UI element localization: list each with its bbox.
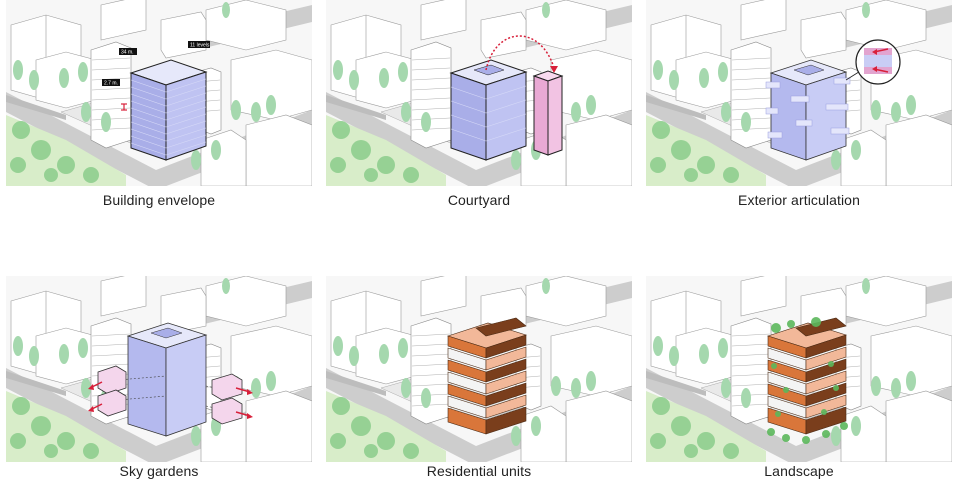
svg-text:34 m.: 34 m. — [121, 50, 134, 56]
panel-sky-gardens — [6, 276, 312, 462]
caption-residential-units: Residential units — [426, 463, 532, 479]
sky-garden-volumes — [97, 365, 243, 425]
courtyard-arrow-icon — [485, 35, 555, 71]
residential-units-illustration — [326, 276, 632, 462]
courtyard-illustration — [326, 0, 632, 186]
panel-building-envelope: 34 m. 2.7 m. 11 levels — [6, 0, 312, 186]
exterior-articulation-illustration — [646, 0, 952, 186]
caption-building-envelope: Building envelope — [102, 192, 216, 208]
building-envelope-illustration: 34 m. 2.7 m. 11 levels — [6, 0, 312, 186]
floor-height-marker-icon — [121, 103, 127, 111]
landscape-illustration — [646, 276, 952, 462]
caption-landscape: Landscape — [764, 463, 834, 479]
svg-text:2.7 m.: 2.7 m. — [104, 81, 118, 87]
panel-exterior-articulation — [646, 0, 952, 186]
dimension-tag-height: 34 m. — [119, 48, 137, 56]
extracted-volume — [532, 70, 564, 156]
panel-courtyard — [326, 0, 632, 186]
detail-callout — [845, 39, 901, 85]
caption-sky-gardens: Sky gardens — [119, 463, 199, 479]
panel-residential-units — [326, 276, 632, 462]
svg-text:11 levels: 11 levels — [190, 43, 210, 49]
caption-exterior-articulation: Exterior articulation — [738, 192, 860, 208]
sky-gardens-illustration — [6, 276, 312, 462]
panel-landscape — [646, 276, 952, 462]
greenery — [767, 317, 848, 444]
dimension-tag-floor-height: 2.7 m. — [102, 79, 120, 87]
unit-stack — [447, 317, 527, 435]
caption-courtyard: Courtyard — [447, 192, 511, 208]
dimension-tag-levels: 11 levels — [188, 41, 210, 49]
massing-box — [129, 59, 208, 161]
